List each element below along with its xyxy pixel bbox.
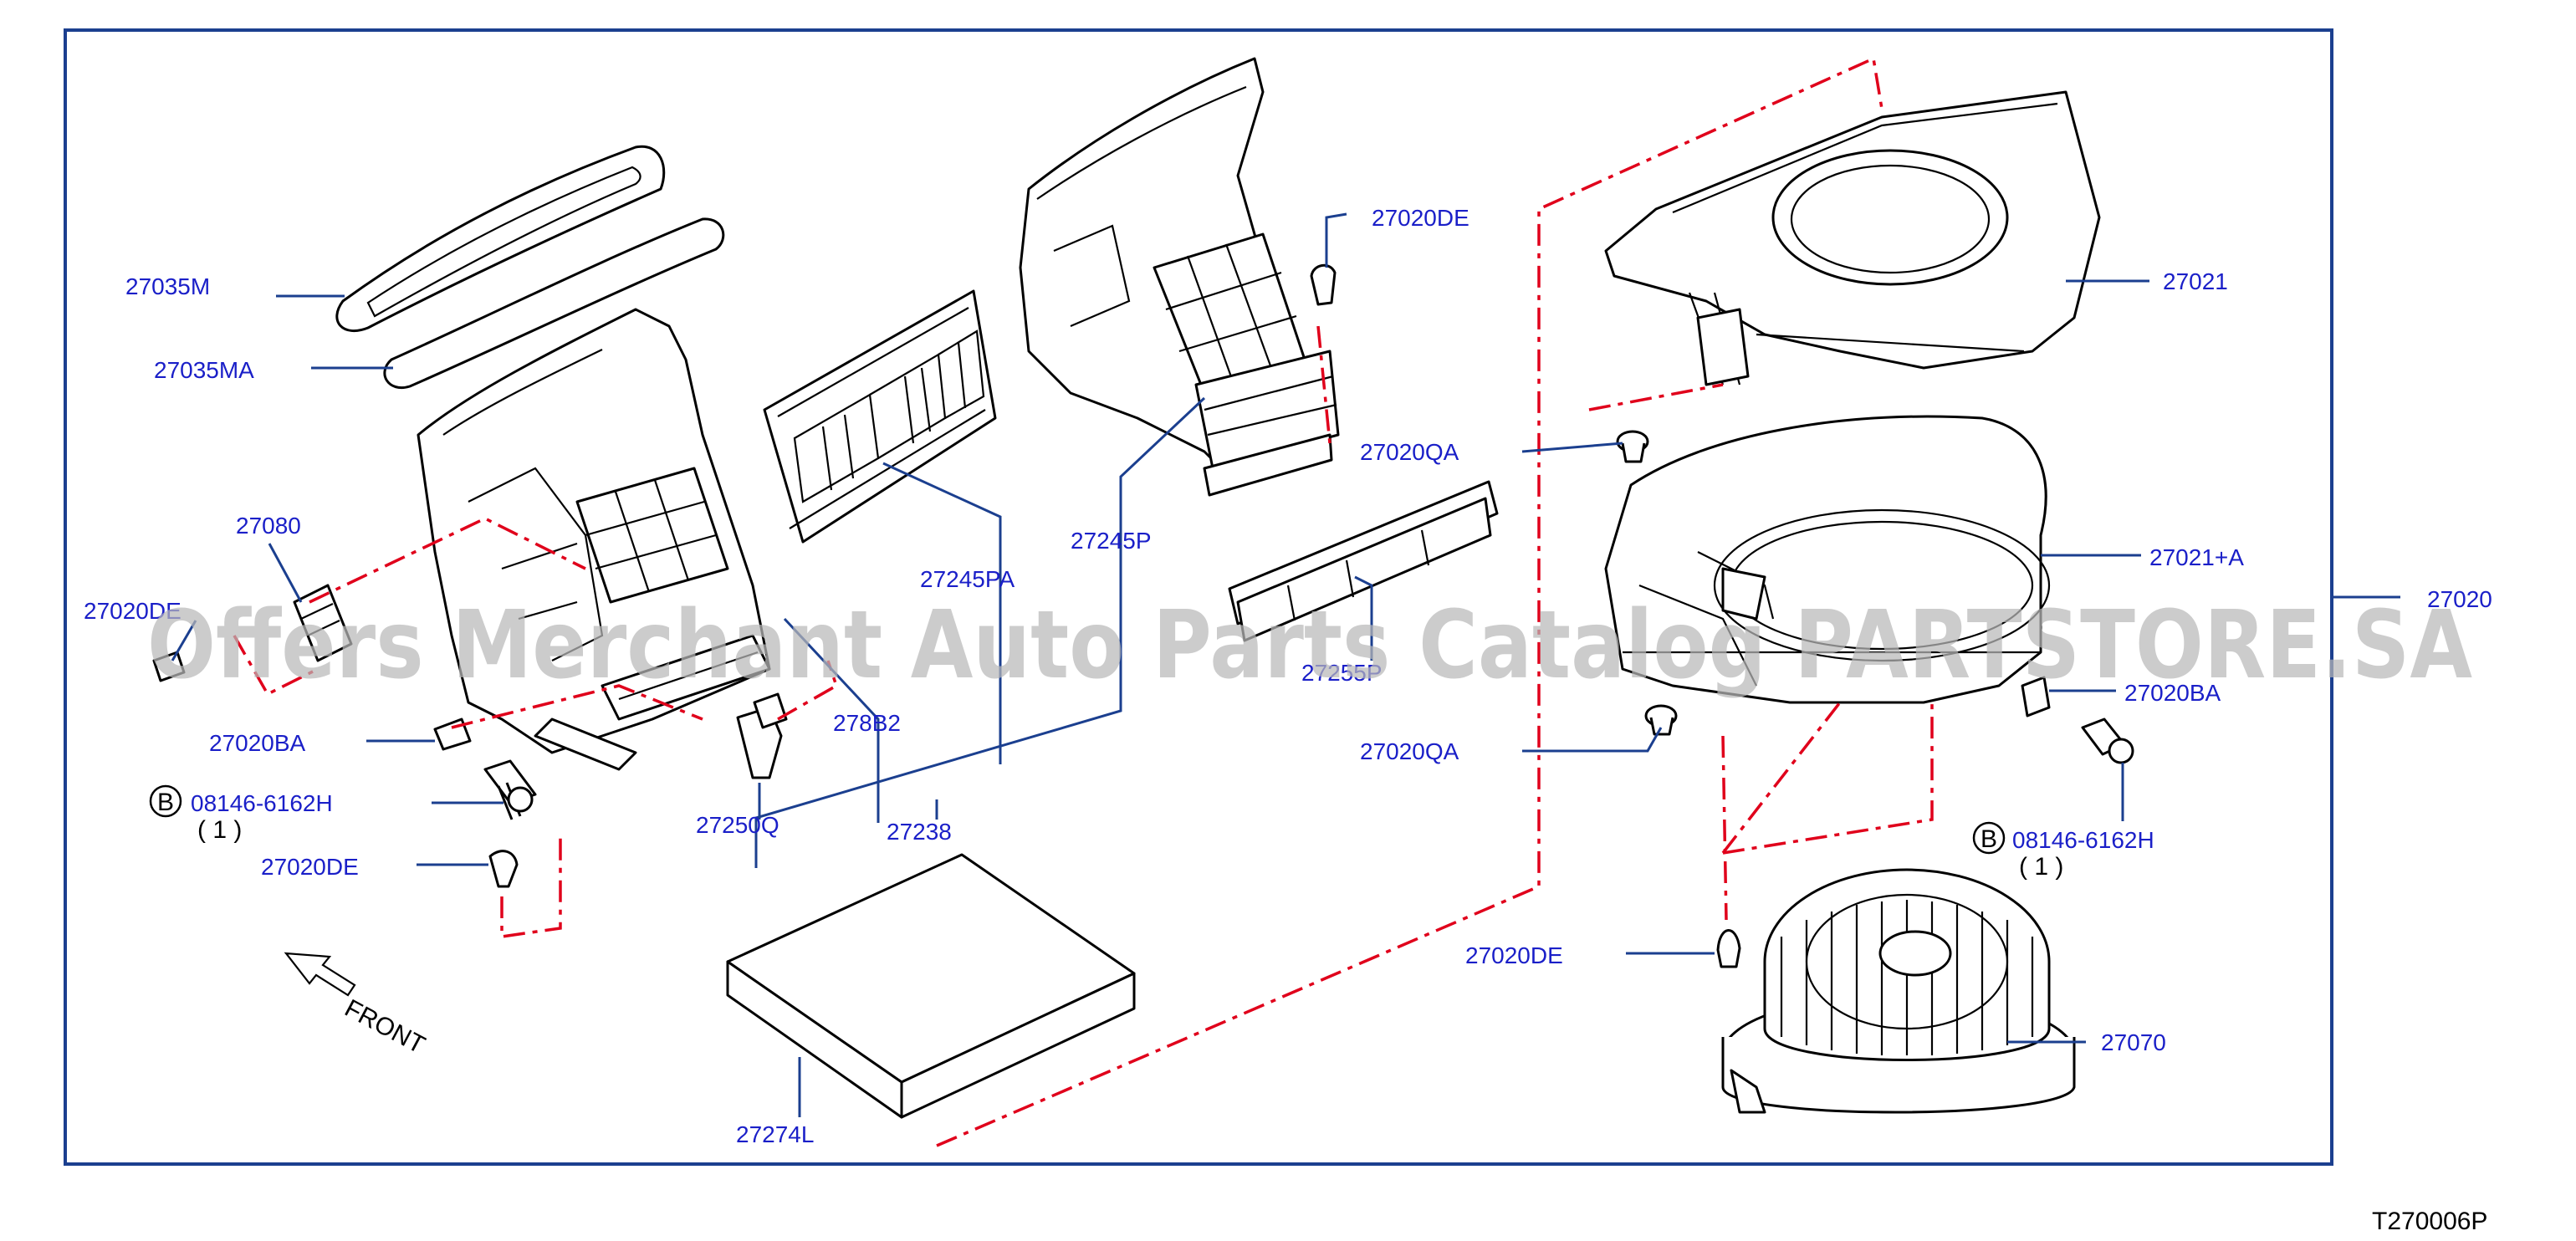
bolt-marker-left: B [149, 784, 182, 818]
label-27255P[interactable]: 27255P [1301, 660, 1383, 686]
label-27020[interactable]: 27020 [2427, 586, 2492, 612]
label-08146-6162H-left[interactable]: 08146-6162H [191, 790, 333, 816]
label-27020DE-left-bottom[interactable]: 27020DE [261, 854, 359, 880]
label-27245PA[interactable]: 27245PA [920, 566, 1015, 592]
label-27020DE-left-top[interactable]: 27020DE [84, 598, 181, 624]
label-qty-left: ( 1 ) [197, 816, 242, 844]
filter-27274L[interactable] [726, 853, 1136, 1119]
blower-motor-27070[interactable] [1721, 868, 2076, 1114]
label-27021A[interactable]: 27021+A [2149, 544, 2244, 570]
clip-27020DE-right[interactable] [1716, 929, 1741, 968]
front-label: FRONT [340, 994, 430, 1060]
panel-27245PA[interactable] [763, 289, 997, 544]
clip-27020QA-top[interactable] [1616, 430, 1649, 463]
leader-lines [171, 212, 2400, 1117]
intake-housing[interactable] [152, 308, 788, 888]
label-27070[interactable]: 27070 [2101, 1029, 2166, 1055]
label-27238[interactable]: 27238 [887, 819, 952, 845]
bolt-marker-right: B [1972, 821, 2006, 855]
label-27035M[interactable]: 27035M [125, 273, 210, 299]
label-27274L[interactable]: 27274L [736, 1121, 814, 1147]
blower-case-27021A[interactable] [1604, 415, 2051, 704]
diagram-code: T270006P [2372, 1208, 2487, 1235]
label-qty-right: ( 1 ) [2019, 853, 2063, 881]
label-08146-6162H-right[interactable]: 08146-6162H [2012, 827, 2154, 853]
label-27021[interactable]: 27021 [2163, 268, 2228, 294]
seal-27035MA[interactable] [383, 217, 725, 390]
label-27080[interactable]: 27080 [236, 513, 301, 539]
seal-27035M[interactable] [335, 145, 666, 333]
front-arrow [284, 952, 356, 997]
clip-27020QA-bottom[interactable] [1644, 704, 1678, 736]
clip-27020BA-right[interactable] [2021, 676, 2051, 718]
bolt-marker-right-text: B [1981, 825, 1997, 853]
watermark-text: Offers Merchant Auto Parts Catalog PARTS… [147, 591, 2472, 700]
screw-08146-6162H-right[interactable] [2081, 718, 2134, 764]
label-27020BA-right[interactable]: 27020BA [2124, 680, 2221, 706]
label-278B2[interactable]: 278B2 [833, 710, 901, 736]
label-27020DE-right[interactable]: 27020DE [1465, 942, 1563, 968]
frame-27255P[interactable] [1228, 480, 1499, 642]
label-27250Q[interactable]: 27250Q [696, 812, 779, 838]
clip-27020DE-top[interactable] [1310, 263, 1337, 306]
duct-27245P[interactable] [1019, 57, 1340, 497]
label-27245P[interactable]: 27245P [1071, 528, 1152, 554]
label-27020DE-top[interactable]: 27020DE [1372, 205, 1469, 231]
bolt-marker-left-text: B [157, 789, 174, 816]
label-27020QA-top[interactable]: 27020QA [1360, 439, 1459, 465]
label-27020BA-left[interactable]: 27020BA [209, 730, 306, 756]
label-27035MA[interactable]: 27035MA [154, 357, 254, 383]
label-27020QA-bottom[interactable]: 27020QA [1360, 738, 1459, 764]
blower-case-27021[interactable] [1604, 90, 2101, 386]
